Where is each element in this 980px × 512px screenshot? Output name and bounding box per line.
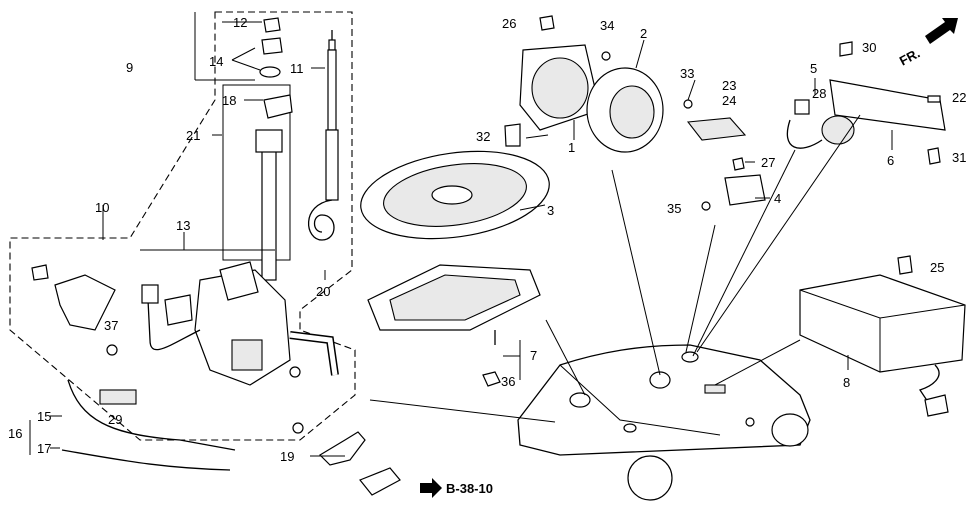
callout-29: 29: [108, 412, 122, 427]
callout-37: 37: [104, 318, 118, 333]
callout-24: 24: [722, 93, 736, 108]
antenna-mast: [307, 30, 339, 241]
callout-6: 6: [887, 153, 894, 168]
callout-11: 11: [290, 61, 304, 76]
page-reference: B-38-10: [420, 478, 493, 498]
callout-15: 15: [37, 409, 51, 424]
callout-1: 1: [568, 140, 575, 155]
front-direction-indicator: FR.: [897, 18, 958, 69]
callout-18: 18: [222, 93, 236, 108]
oval-speaker: [360, 150, 550, 240]
antenna-connectors: [319, 431, 401, 496]
tweeter-grille: [683, 99, 766, 211]
callout-8: 8: [843, 375, 850, 390]
callout-25: 25: [930, 260, 944, 275]
callout-12: 12: [233, 15, 247, 30]
callout-19: 19: [280, 449, 294, 464]
callout-13: 13: [176, 218, 190, 233]
drain-hose: [289, 331, 339, 434]
callout-36: 36: [501, 374, 515, 389]
callout-26: 26: [502, 16, 516, 31]
antenna-cables: [29, 379, 236, 471]
antenna-top-hardware: [194, 12, 283, 81]
callout-5: 5: [810, 61, 817, 76]
speaker-ring: [367, 264, 541, 387]
antenna-tube: [222, 84, 293, 281]
leader-lines: [369, 114, 861, 423]
callout-labels: 1 2 3 4 5 6 7 8 9 10 11 12 13 14 15 16 1…: [8, 15, 966, 464]
car-outline: [517, 344, 811, 501]
callout-28: 28: [812, 86, 826, 101]
callout-23: 23: [722, 78, 736, 93]
antenna-motor: [140, 249, 291, 386]
callout-2: 2: [640, 26, 647, 41]
callout-3: 3: [547, 203, 554, 218]
callout-21: 21: [186, 128, 200, 143]
callout-7: 7: [530, 348, 537, 363]
callout-17: 17: [37, 441, 51, 456]
front-speakers: [504, 15, 664, 153]
callout-16: 16: [8, 426, 22, 441]
direction-label: FR.: [897, 45, 923, 68]
callout-33: 33: [680, 66, 694, 81]
callout-10: 10: [95, 200, 109, 215]
callout-35: 35: [667, 201, 681, 216]
callout-leaders: [102, 21, 893, 457]
callout-30: 30: [862, 40, 876, 55]
callout-27: 27: [761, 155, 775, 170]
callout-22: 22: [952, 90, 966, 105]
callout-4: 4: [774, 191, 781, 206]
callout-34: 34: [600, 18, 614, 33]
callout-31: 31: [952, 150, 966, 165]
callout-9: 9: [126, 60, 133, 75]
audio-unit: [799, 255, 966, 417]
callout-20: 20: [316, 284, 330, 299]
callout-14: 14: [209, 54, 223, 69]
antenna-group-outline: [9, 11, 356, 441]
callout-32: 32: [476, 129, 490, 144]
antenna-bracket: [31, 264, 118, 356]
reference-text: B-38-10: [446, 481, 493, 496]
